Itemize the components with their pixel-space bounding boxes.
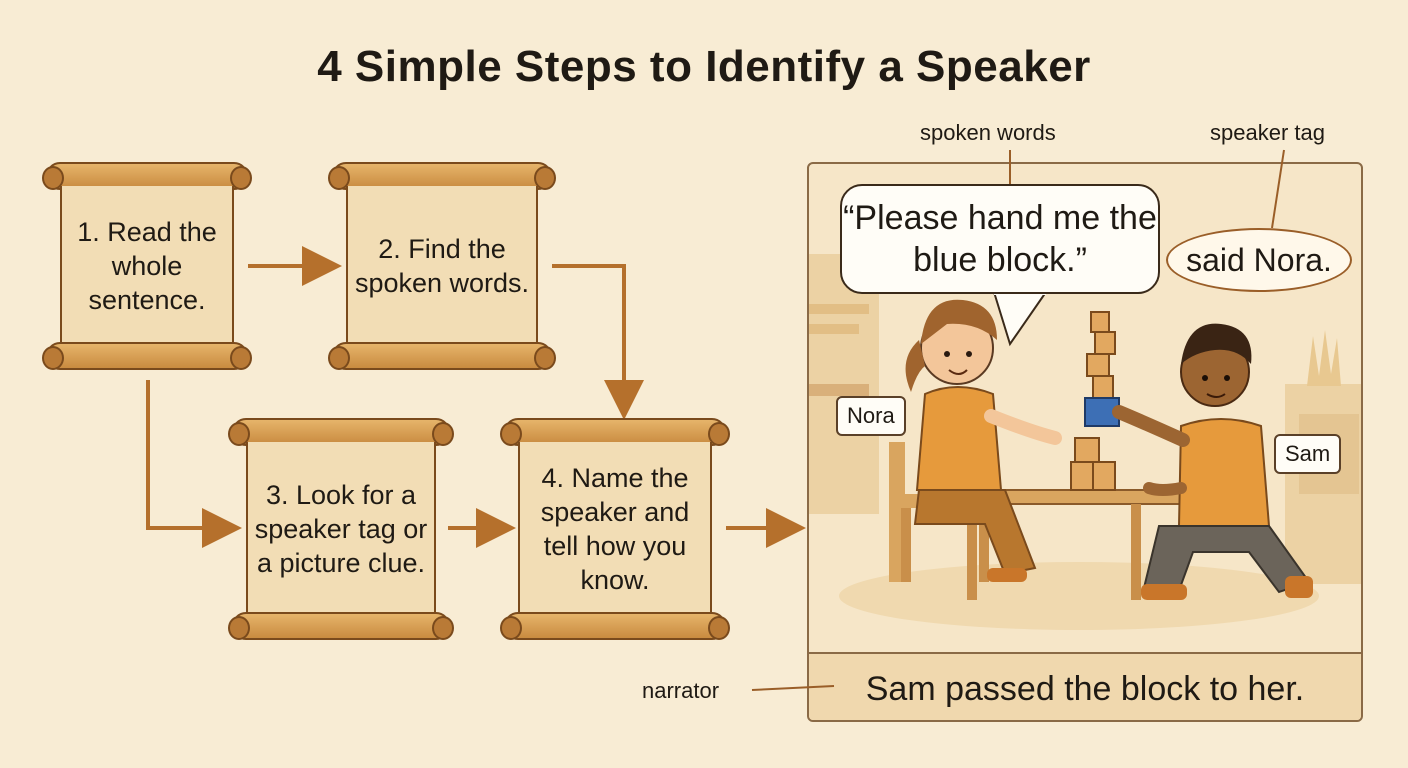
children-playing-illustration [809,254,1361,630]
step-2-label: 2. Find the spoken words. [346,186,538,346]
arrow-step1-to-step3 [146,380,242,548]
step-4-label: 4. Name the speaker and tell how you kno… [518,442,712,616]
speech-bubble: “Please hand me the blue block.” [840,184,1160,294]
step-2-scroll: 2. Find the spoken words. [328,162,556,370]
arrow-step2-to-step4 [552,264,644,420]
step-1-label: 1. Read the whole sentence. [60,186,234,346]
page-title: 4 Simple Steps to Identify a Speaker [317,42,1091,91]
spoken-words-callout: spoken words [920,120,1056,145]
nora-name-label: Nora [836,396,906,436]
narrator-pointer [751,685,835,691]
step-3-label: 3. Look for a speaker tag or a picture c… [246,442,436,616]
sam-name-label: Sam [1274,434,1342,474]
speaker-tag-pointer [1271,149,1285,229]
speaker-tag-oval: said Nora. [1166,228,1352,292]
speaker-tag-callout: speaker tag [1210,120,1325,145]
step-3-scroll: 3. Look for a speaker tag or a picture c… [228,418,454,640]
narration-text: Sam passed the block to her. [809,652,1361,720]
narrator-callout: narrator [642,678,720,703]
step-1-scroll: 1. Read the whole sentence. [42,162,252,370]
step-4-scroll: 4. Name the speaker and tell how you kno… [500,418,730,640]
